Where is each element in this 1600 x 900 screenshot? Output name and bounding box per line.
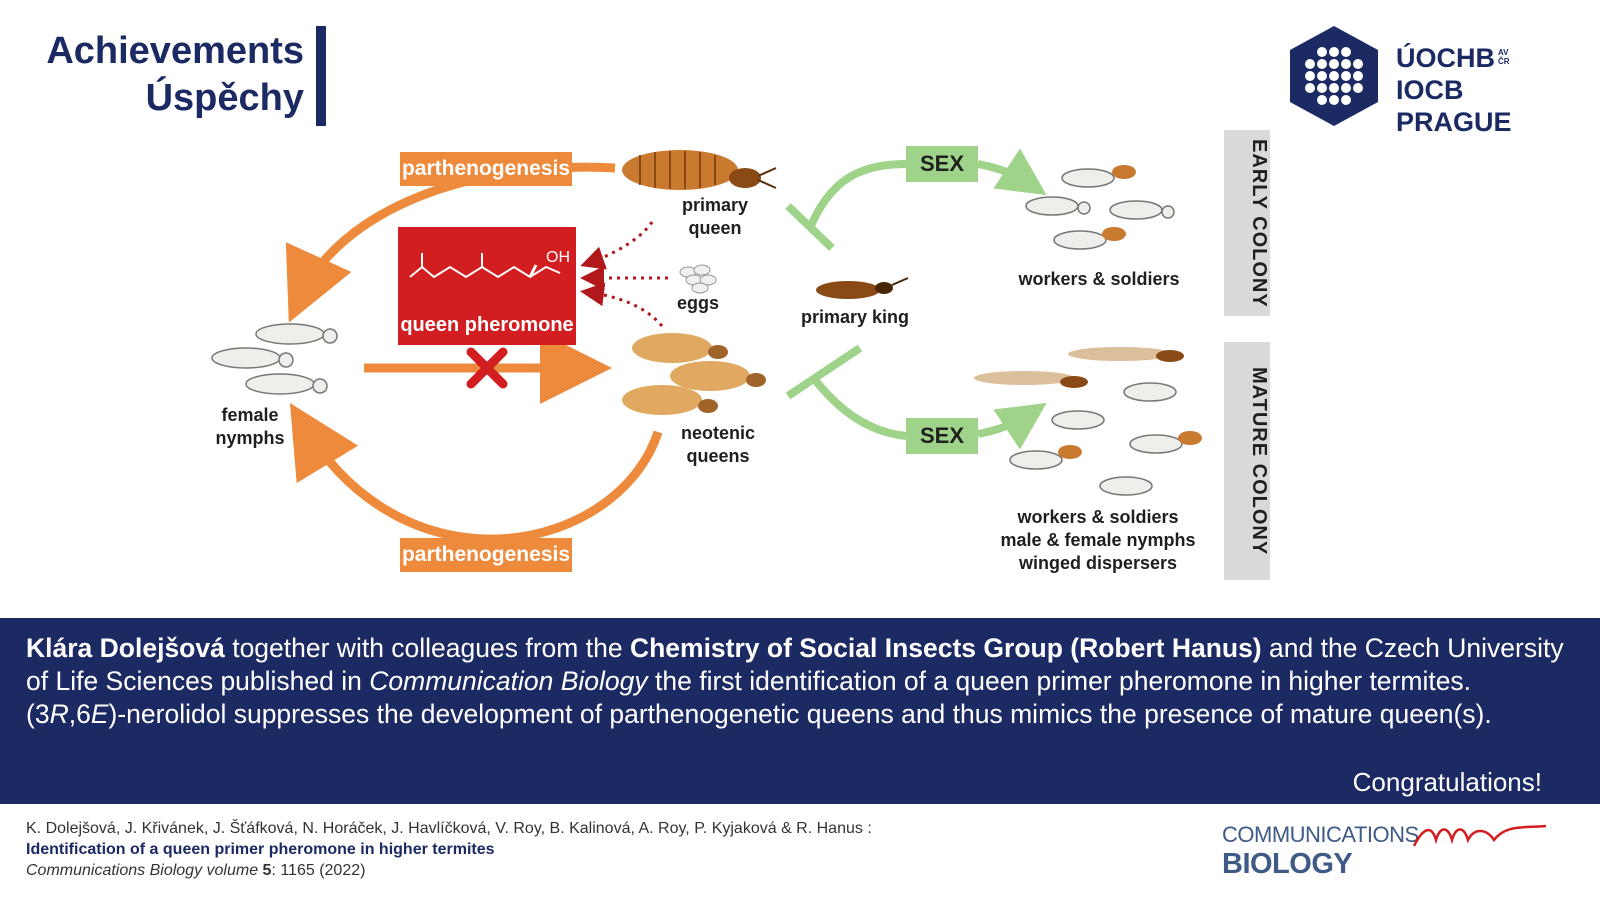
iocb-logo-text: ÚOCHB IOCB PRAGUE: [1396, 43, 1512, 137]
summary-banner: Klára Dolejšová together with colleagues…: [0, 618, 1600, 804]
early-workers-soldiers-icon: [1025, 165, 1175, 250]
queen-pheromone-box: OH queen pheromone: [398, 227, 576, 345]
iocb-logo: ÚOCHB IOCB PRAGUE AV ČR: [1286, 24, 1586, 137]
sex-label-bottom: SEX: [906, 418, 978, 454]
page-title: Achievements Úspěchy: [28, 28, 304, 122]
female-nymphs-label: female nymphs: [215, 405, 285, 448]
neotenic-queens-icon: [622, 333, 766, 415]
termite-reproduction-diagram: parthenogenesis parthenogenesis OH queen…: [0, 130, 1600, 620]
journal-squiggle-icon: [1412, 824, 1547, 847]
parthenogenesis-label-bottom: parthenogenesis: [400, 538, 572, 572]
early-workers-soldiers-label: workers & soldiers: [1018, 269, 1180, 289]
academy-mark: AV ČR: [1498, 48, 1510, 66]
citation-title[interactable]: Identification of a queen primer pheromo…: [26, 841, 495, 858]
parthenogenesis-arrow-bottom: [289, 402, 663, 544]
queen-pheromone-label: queen pheromone: [400, 314, 574, 336]
journal-logo-line2: BIOLOGY: [1222, 848, 1353, 880]
congratulations-text: Congratulations!: [1352, 767, 1542, 797]
title-english: Achievements: [46, 30, 304, 72]
citation-authors: K. Dolejšová, J. Křivánek, J. Šťáfková, …: [26, 820, 872, 837]
parthenogenesis-label-top: parthenogenesis: [400, 152, 572, 186]
sex-arrow-bottom: [808, 373, 1030, 436]
pheromone-arrow-queen: [580, 221, 654, 270]
nerolidol-structure-icon: [409, 253, 561, 279]
early-colony-bar: EARLY COLONY: [1224, 130, 1270, 316]
female-nymphs-icon: [211, 323, 338, 395]
eggs-label: eggs: [676, 293, 719, 313]
communications-biology-logo: COMMUNICATIONS BIOLOGY: [1222, 818, 1582, 888]
citation-journal: Communications Biology volume 5: 1165 (2…: [26, 862, 366, 879]
sex-branch-bottom: [785, 344, 863, 400]
mature-colony-insects-icon: [974, 347, 1202, 496]
diagram-arrows: [211, 130, 1202, 544]
blocked-cross-icon: [466, 347, 508, 389]
sex-label-top: SEX: [906, 146, 978, 182]
iocb-hexagon-icon: [1290, 26, 1378, 126]
citation: K. Dolejšová, J. Křivánek, J. Šťáfková, …: [26, 818, 872, 881]
hydroxyl-label: OH: [546, 249, 570, 266]
neotenic-queens-label: neotenic queens: [680, 423, 755, 466]
primary-queen-label: primary queen: [681, 195, 749, 238]
pheromone-arrow-neotenic: [580, 282, 664, 327]
mature-colony-label-list: workers & soldiers male & female nymphs …: [1000, 507, 1196, 573]
summary-text: Klára Dolejšová together with colleagues…: [26, 633, 1564, 729]
mature-colony-bar: MATURE COLONY: [1224, 342, 1270, 580]
primary-king-label: primary king: [800, 307, 910, 327]
eggs-icon: [679, 264, 717, 294]
sex-arrow-top: [806, 164, 1030, 230]
title-czech: Úspěchy: [145, 77, 304, 119]
journal-logo-line1: COMMUNICATIONS: [1222, 822, 1419, 847]
primary-king-icon: [816, 277, 909, 299]
title-accent-bar: [316, 26, 326, 126]
primary-queen-icon: [622, 150, 777, 190]
